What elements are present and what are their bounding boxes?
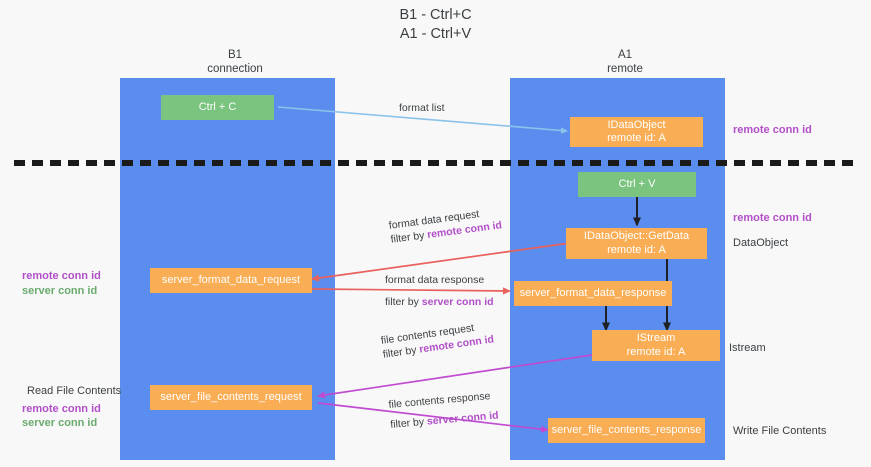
label-file-contents-response-l2: filter by server conn id [390,408,499,431]
box-server-format-data-response-label: server_format_data_response [519,286,667,299]
label-file-req-filter: filter by [382,343,421,361]
left-label-remote-conn-id-mid-text: remote conn id [22,270,101,282]
box-ctrl-c-label: Ctrl + C [198,100,237,113]
right-label-write-file-contents: Write File Contents [733,424,826,439]
box-ctrl-v[interactable]: Ctrl + V [578,172,696,197]
box-getdata-remote-id: remote id: A [607,243,666,256]
box-server-file-contents-request-label: server_file_contents_request [160,390,302,403]
right-label-dataobject-text: DataObject [733,237,789,249]
lane-a1-sub: remote [607,63,643,75]
box-server-file-contents-response-label: server_file_contents_response [551,423,702,436]
label-fmt-req-filter: filter by [389,229,428,246]
label-format-list-text: format list [399,102,445,114]
label-file-contents-response-l1: file contents response [388,390,491,411]
box-server-format-data-request-label: server_format_data_request [161,273,301,286]
box-idataobject[interactable]: IDataObject remote id: A [570,117,703,147]
box-ctrl-v-label: Ctrl + V [618,177,656,190]
right-label-dataobject: DataObject [733,236,788,251]
box-istream-label: IStream [636,332,676,344]
box-server-file-contents-request[interactable]: server_file_contents_request [150,385,312,410]
left-label-read-file-contents-text: Read File Contents [27,385,122,397]
lane-b1-name: B1 [227,49,243,61]
box-server-file-contents-response[interactable]: server_file_contents_response [548,418,705,443]
left-label-server-conn-id-mid: server conn id [22,284,97,299]
left-label-server-conn-id-mid-text: server conn id [22,285,98,297]
box-idataobject-remote-id: remote id: A [607,132,666,144]
box-idataobject-getdata[interactable]: IDataObject::GetData remote id: A [566,228,707,259]
box-istream-remote-id: remote id: A [626,345,686,358]
right-label-write-file-contents-text: Write File Contents [733,425,827,437]
left-label-server-conn-id-bottom-text: server conn id [22,417,98,429]
box-ctrl-c[interactable]: Ctrl + C [161,95,274,120]
lane-header-a1: A1 remote [510,48,740,76]
label-file-res-server-conn-id: server conn id [426,409,500,428]
label-format-data-response-l2: filter by server conn id [385,295,494,309]
left-label-remote-conn-id-bottom: remote conn id [22,402,101,417]
lane-header-b1: B1 connection [120,48,350,76]
title-line-2: A1 - Ctrl+V [399,26,472,42]
box-idataobject-label: IDataObject [607,118,666,131]
left-label-remote-conn-id-mid: remote conn id [22,269,101,284]
box-server-format-data-request[interactable]: server_format_data_request [150,268,312,293]
right-label-remote-conn-id-mid-text: remote conn id [733,212,812,224]
lane-a1-name: A1 [617,49,633,61]
right-label-istream: Istream [729,341,766,356]
label-format-data-response-l1: format data response [385,274,485,286]
right-label-istream-text: Istream [729,342,766,354]
label-fmt-res-server-conn-id: server conn id [421,296,494,308]
label-file-contents-response: file contents response filter by server … [388,389,499,432]
label-file-res-filter: filter by [389,415,428,431]
label-format-list: format list [399,101,445,115]
left-label-read-file-contents: Read File Contents [27,384,121,399]
right-label-remote-conn-id-top: remote conn id [733,123,812,138]
box-getdata-label: IDataObject::GetData [583,230,690,242]
label-file-contents-request: file contents request filter by remote c… [380,318,495,361]
label-format-data-request: format data request filter by remote con… [388,204,503,246]
lane-b1-sub: connection [207,63,263,75]
left-label-remote-conn-id-bottom-text: remote conn id [22,403,101,415]
right-label-remote-conn-id-top-text: remote conn id [733,124,812,136]
title-line-1: B1 - Ctrl+C [399,7,472,23]
right-label-remote-conn-id-mid: remote conn id [733,211,812,226]
box-istream[interactable]: IStream remote id: A [592,330,720,361]
label-format-data-response: format data response filter by server co… [385,273,494,309]
left-label-server-conn-id-bottom: server conn id [22,416,97,431]
label-fmt-res-filter: filter by [385,296,422,308]
page-title: B1 - Ctrl+C A1 - Ctrl+V [0,6,871,44]
box-server-format-data-response[interactable]: server_format_data_response [514,281,672,306]
